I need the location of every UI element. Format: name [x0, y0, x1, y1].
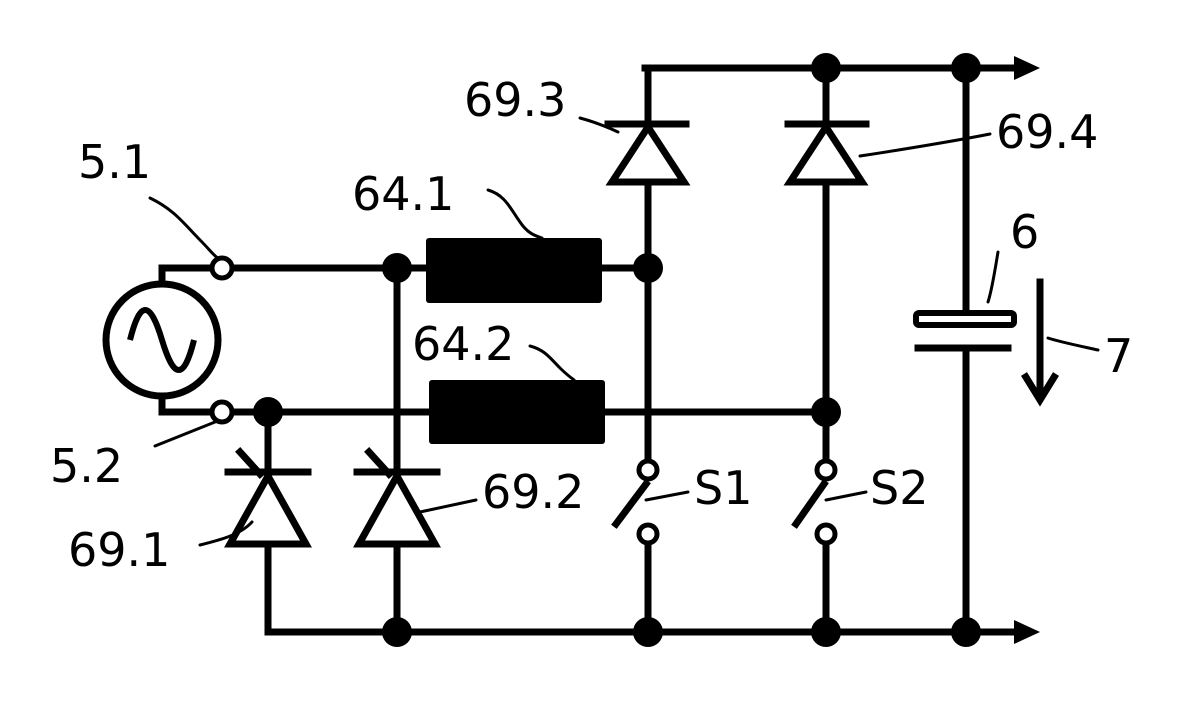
label-s1: S1	[694, 461, 752, 515]
diode-69-3	[608, 124, 686, 182]
label-69-2: 69.2	[482, 465, 584, 519]
inductor-64-1	[426, 238, 602, 303]
negative-output-arrow	[1014, 620, 1040, 644]
switch-s1	[616, 461, 657, 543]
inductor-64-2	[429, 380, 605, 444]
capacitor-6	[916, 313, 1014, 348]
label-64-1: 64.1	[352, 167, 454, 221]
label-s2: S2	[870, 461, 928, 515]
label-6: 6	[1010, 205, 1039, 259]
junction-dots	[253, 53, 981, 647]
label-5-1: 5.1	[78, 135, 151, 189]
terminal-5-2	[212, 402, 232, 422]
label-69-3: 69.3	[464, 73, 566, 127]
label-7: 7	[1104, 329, 1133, 383]
terminal-5-1	[212, 258, 232, 278]
label-5-2: 5.2	[50, 439, 123, 493]
label-69-1: 69.1	[68, 523, 170, 577]
voltage-arrow-7	[1024, 282, 1056, 400]
switch-s2	[796, 461, 835, 543]
positive-output-arrow	[1014, 56, 1040, 80]
ac-source	[106, 268, 218, 412]
label-69-4: 69.4	[996, 105, 1098, 159]
label-64-2: 64.2	[412, 317, 514, 371]
diode-69-4	[788, 124, 866, 182]
